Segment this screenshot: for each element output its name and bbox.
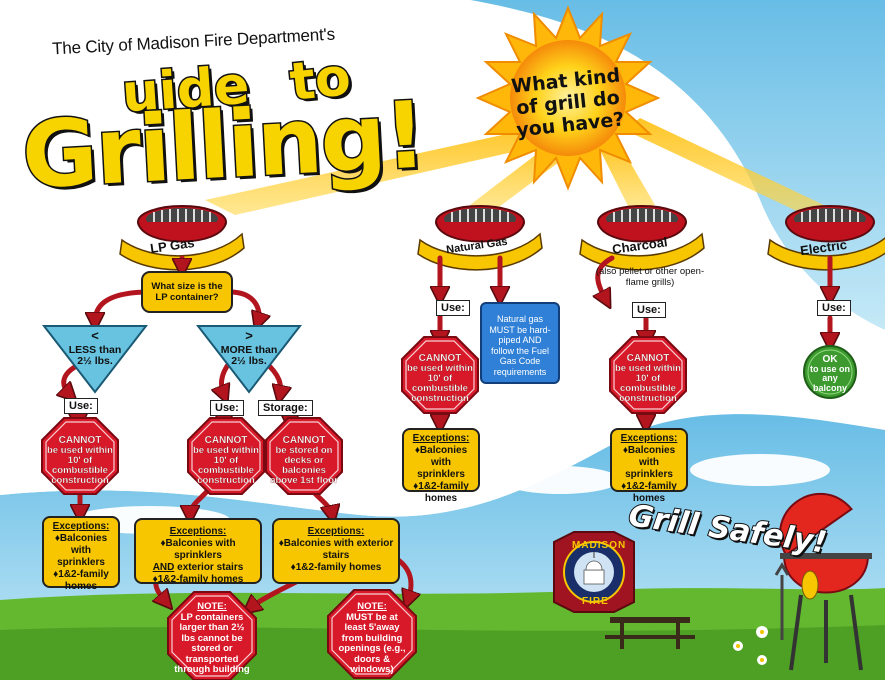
note-title: NOTE: [357,601,387,612]
exception-item-rest: exterior stairs [174,562,244,573]
natural-gas-cannot-use: CANNOT be used within 10' of combustible… [406,353,474,404]
exception-item: ♦Balconies with sprinklers [622,445,676,480]
natural-gas-use-label: Use: [436,300,470,316]
lp-small-exceptions: Exceptions: ♦Balconies with sprinklers ♦… [42,516,120,592]
stop-text: be used within 10' of combustible constr… [615,363,681,404]
lp-small-use-label: Use: [64,398,98,414]
exception-item: ♦1&2-family homes [621,481,677,504]
ok-text: to use on any balcony [810,363,850,393]
electric-use-label: Use: [817,300,851,316]
exception-item: ♦1&2-family homes [413,481,469,504]
note-text: MUST be at least 5'away from building op… [338,611,406,675]
exceptions-title: Exceptions: [620,433,678,444]
charcoal-cannot-use: CANNOT be used within 10' of combustible… [614,353,682,404]
charcoal-exceptions: Exceptions: ♦Balconies with sprinklers ♦… [610,428,688,504]
emphasis-and: AND [152,562,175,573]
stop-text: be stored on decks or balconies above 1s… [270,445,338,486]
natural-gas-exceptions: Exceptions: ♦Balconies with sprinklers ♦… [402,428,480,504]
more-than-label: MORE than 2½ lbs. [220,344,278,367]
exceptions-title: Exceptions: [412,433,470,444]
lp-size-question: What size is the LP container? [151,281,223,303]
exceptions-title: Exceptions: [52,521,110,532]
less-symbol: < [91,328,99,343]
lp-large-use-label: Use: [210,400,244,416]
title-grilling: Grilling! [18,80,428,211]
charcoal-use-label: Use: [632,302,666,318]
note-text: LP containers larger than 2½ lbs cannot … [174,611,250,675]
electric-ok: OK to use on any balcony [808,355,852,393]
note-title: NOTE: [197,601,227,612]
exception-item: ♦1&2-family homes [290,562,382,573]
exception-item: ♦1&2-family homes [53,569,109,592]
exception-item: ♦Balconies with sprinklers [160,538,236,561]
stop-text: be used within 10' of combustible constr… [47,445,113,486]
natural-gas-piped-note: Natural gas MUST be hard-piped AND follo… [480,302,560,384]
lp-large-storage-label: Storage: [258,400,313,416]
sun-question: What kind of grill do you have? [510,64,626,142]
lp-small-cannot-use: CANNOT be used within 10' of combustible… [46,435,114,486]
stop-title: CANNOT [58,435,102,446]
lp-large-cannot-store: CANNOT be stored on decks or balconies a… [270,435,338,486]
exception-item: ♦Balconies with sprinklers [414,445,468,480]
ok-title: OK [822,354,838,365]
seal-madison-text: MADISON [572,540,627,551]
lp-large-use-exceptions: Exceptions: ♦Balconies with sprinklers A… [134,518,262,585]
seal-fire-text: FIRE [582,596,609,607]
stop-title: CANNOT [282,435,326,446]
lp-large-cannot-use: CANNOT be used within 10' of combustible… [192,435,260,486]
exceptions-title: Exceptions: [169,526,227,537]
charcoal-note: (also pellet or other open-flame grills) [595,266,705,288]
exception-item: ♦1&2-family homes [152,574,244,585]
exception-item-stairs: AND exterior stairs [140,562,256,574]
stop-title: CANNOT [204,435,248,446]
exception-item: ♦Balconies with sprinklers [54,533,108,568]
lp-note-distance: NOTE: MUST be at least 5'away from build… [334,601,410,676]
less-than-label: LESS than 2½ lbs. [68,344,122,367]
exceptions-title: Exceptions: [307,526,365,537]
lp-large-storage-exceptions: Exceptions: ♦Balconies with exterior sta… [272,518,400,584]
exception-item: ♦Balconies with exterior stairs [278,538,394,561]
stop-text: be used within 10' of combustible constr… [193,445,259,486]
more-symbol: > [245,328,253,343]
lp-note-transport: NOTE: LP containers larger than 2½ lbs c… [174,601,250,676]
stop-title: CANNOT [418,353,462,364]
stop-text: be used within 10' of combustible constr… [407,363,473,404]
stop-title: CANNOT [626,353,670,364]
